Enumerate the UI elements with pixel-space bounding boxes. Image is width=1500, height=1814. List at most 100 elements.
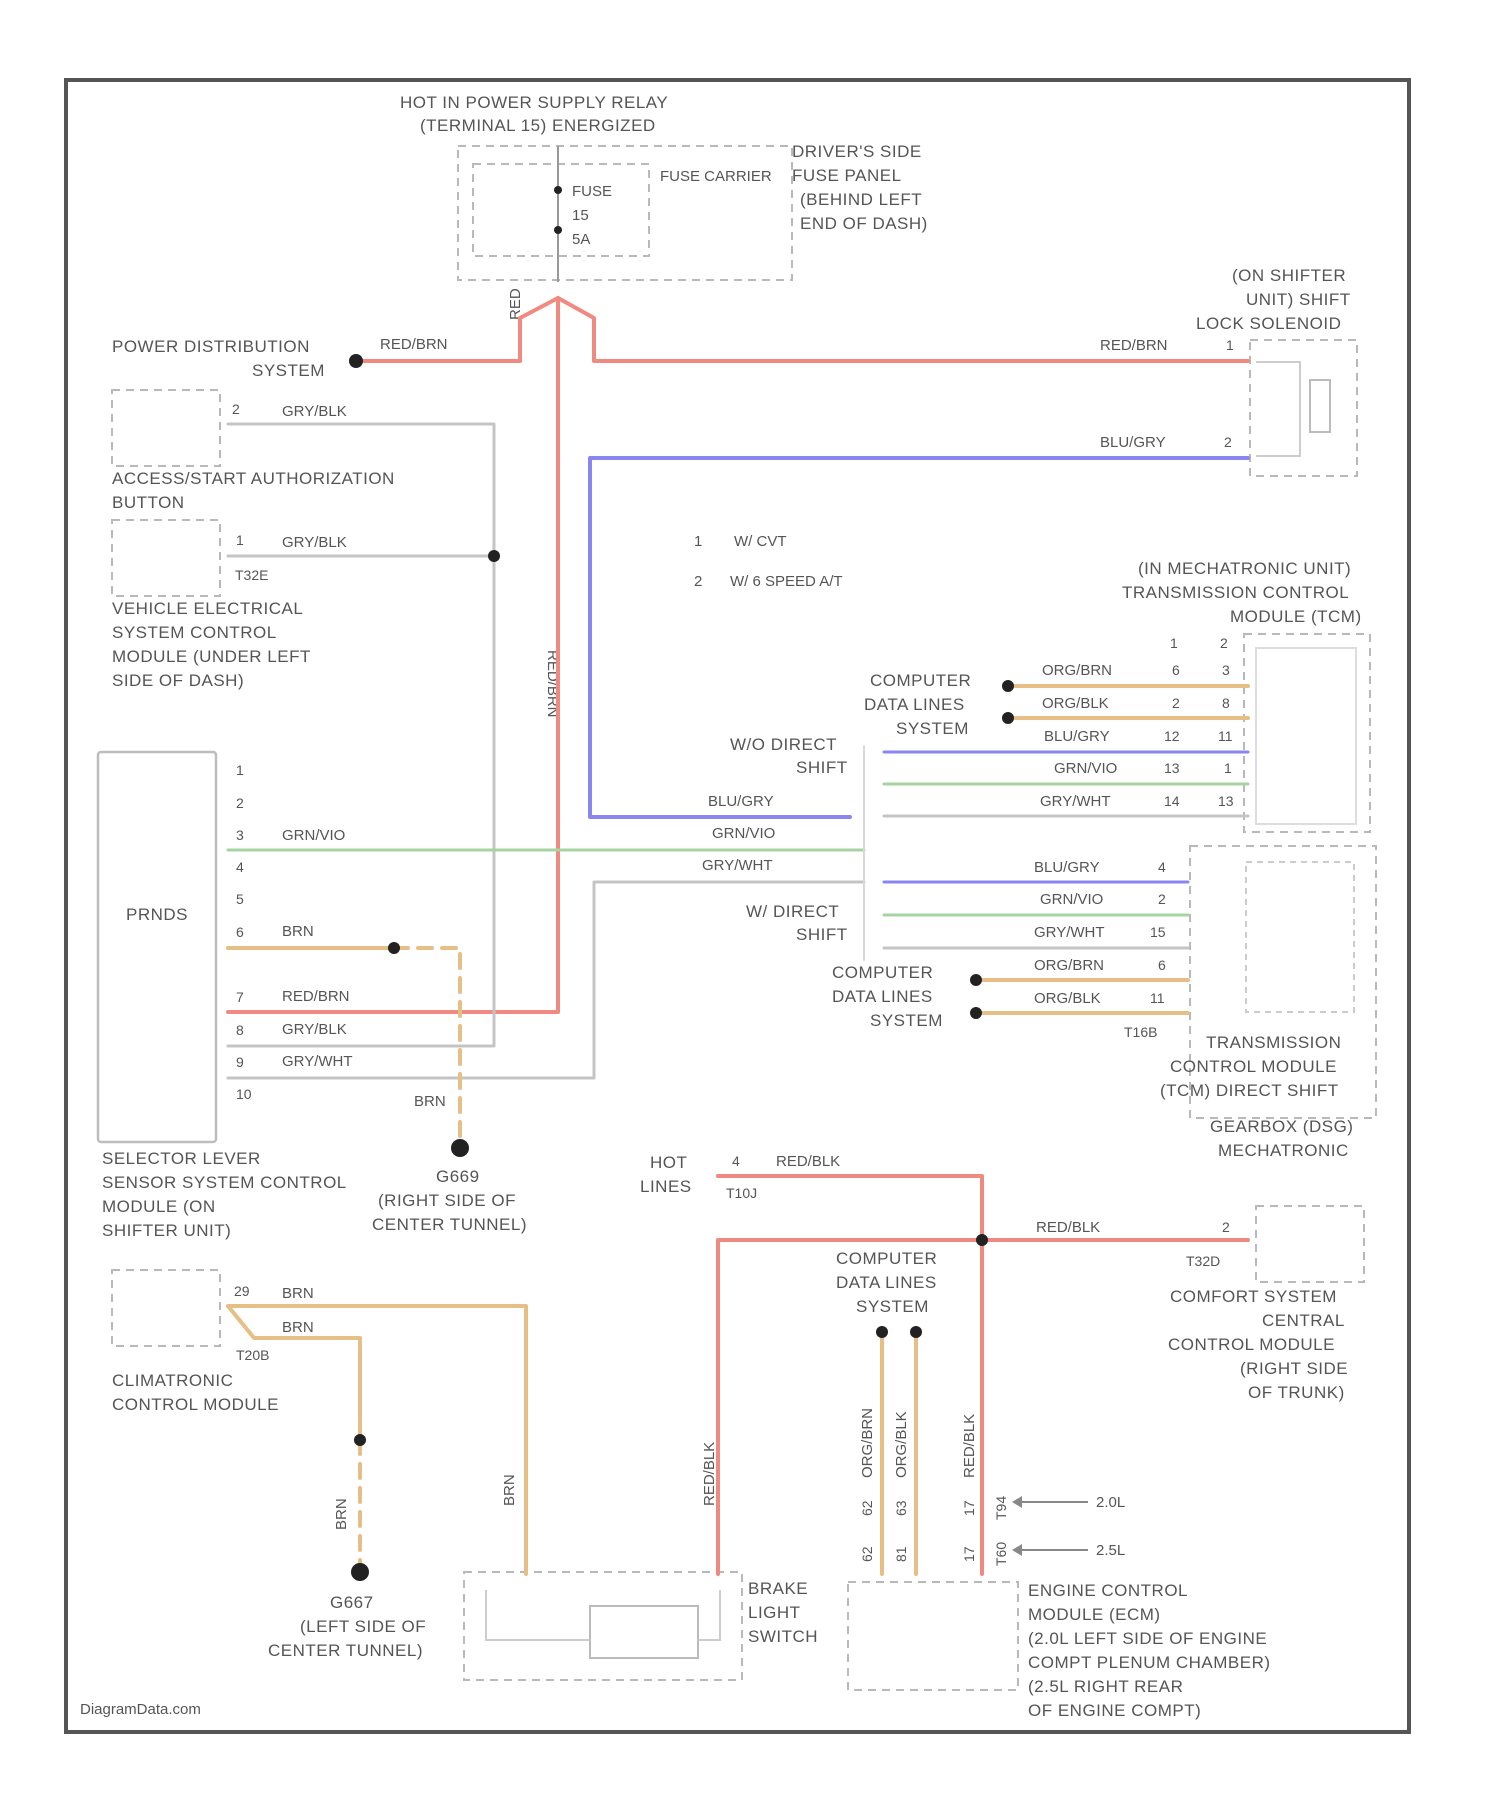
fuse-panel-label-4: END OF DASH)	[800, 214, 928, 233]
access-button-box	[112, 390, 220, 466]
prnds-label-4: SHIFTER UNIT)	[102, 1221, 231, 1240]
prnds-pin-7: 7	[236, 989, 244, 1005]
brake-switch-red-wire: RED/BLK	[701, 1442, 718, 1506]
vecm-connector: T32E	[235, 567, 268, 583]
mid-wire-3: GRY/WHT	[702, 857, 773, 874]
power-distribution-label-2: SYSTEM	[252, 361, 325, 380]
prnds-pins: 1 2 3 4 5 6 7 8 9 10	[236, 762, 252, 1102]
tcm-pin-1a: 6	[1172, 662, 1180, 678]
wo-direct-shift-2: SHIFT	[796, 758, 848, 777]
vecm-box	[112, 520, 220, 596]
gray-access-to-prnds	[228, 424, 494, 1046]
prnds-pin-2: 2	[236, 795, 244, 811]
hot-relay-label-1: HOT IN POWER SUPPLY RELAY	[400, 93, 668, 112]
dsg-pin-5: 11	[1150, 990, 1165, 1006]
climatronic-label-1: CLIMATRONIC	[112, 1371, 233, 1390]
ecm-pin-1b: 63	[893, 1500, 909, 1516]
engine-note-arrowhead-2	[1012, 1544, 1022, 1556]
fuse-carrier-label: FUSE CARRIER	[660, 168, 772, 185]
hot-lines-label-2: LINES	[640, 1177, 692, 1196]
fuse-feed-junction	[349, 354, 363, 368]
blue-shift-lock-return	[590, 458, 1248, 817]
tcm-col1: 1	[1170, 635, 1178, 651]
watermark: DiagramData.com	[80, 1701, 201, 1718]
fuse-name: FUSE	[572, 183, 612, 200]
climatronic-connector: T20B	[236, 1347, 269, 1363]
cdl-upper-3: SYSTEM	[896, 719, 969, 738]
prnds-brn-junction	[388, 942, 400, 954]
prnds-pin-3: 3	[236, 827, 244, 843]
vecm-label-4: SIDE OF DASH)	[112, 671, 244, 690]
ecm-label-1: ENGINE CONTROL	[1028, 1581, 1188, 1600]
red-split-junction	[976, 1234, 988, 1246]
cdl-upper-dot-2	[1002, 712, 1014, 724]
wo-direct-shift-1: W/O DIRECT	[730, 735, 837, 754]
comfort-wire: RED/BLK	[1036, 1219, 1100, 1236]
tcm-dsg-label-5: MECHATRONIC	[1218, 1141, 1349, 1160]
solenoid-leads	[1256, 362, 1300, 456]
vecm-label-3: MODULE (UNDER LEFT	[112, 647, 311, 666]
tcm-mech-inner	[1256, 648, 1356, 824]
ground-left-icon	[351, 1563, 369, 1581]
prnds-label-3: MODULE (ON	[102, 1197, 216, 1216]
cdl-bottom-dot-1	[876, 1326, 888, 1338]
cdl-mid-dot-1	[970, 974, 982, 986]
access-button-wire: GRY/BLK	[282, 403, 347, 420]
mid-wire-2: GRN/VIO	[712, 825, 775, 842]
ecm-label-3: (2.0L LEFT SIDE OF ENGINE	[1028, 1629, 1267, 1648]
tcm-pin-4a: 13	[1164, 760, 1180, 776]
brake-switch-label-1: BRAKE	[748, 1579, 808, 1598]
ecm-tag-2: T60	[993, 1542, 1009, 1566]
shift-lock-wire1: RED/BRN	[1100, 337, 1168, 354]
shift-lock-label-3: LOCK SOLENOID	[1196, 314, 1341, 333]
w-direct-shift-2: SHIFT	[796, 925, 848, 944]
dsg-wire-5: ORG/BLK	[1034, 990, 1101, 1007]
ground-right-icon	[451, 1139, 469, 1157]
brown-to-ground-right	[394, 948, 460, 1148]
ecm-pin-2c: 17	[961, 1546, 977, 1562]
comfort-connector: T32D	[1186, 1253, 1220, 1269]
hot-lines-connector: T10J	[726, 1185, 757, 1201]
mid-wire-1: BLU/GRY	[708, 793, 774, 810]
solenoid-coil-icon	[1310, 380, 1330, 432]
power-distribution-label-1: POWER DISTRIBUTION	[112, 337, 310, 356]
tcm-pin-3a: 12	[1164, 728, 1180, 744]
cdl-mid-3: SYSTEM	[870, 1011, 943, 1030]
prnds-pin-8: 8	[236, 1022, 244, 1038]
dsg-pin-4: 6	[1158, 957, 1166, 973]
ecm-pin-2b: 81	[893, 1546, 909, 1562]
cdl-upper-dot-1	[1002, 680, 1014, 692]
tcm-wire-2: ORG/BLK	[1042, 695, 1109, 712]
climatronic-wire1: BRN	[282, 1285, 314, 1302]
w-direct-shift-1: W/ DIRECT	[746, 902, 839, 921]
cdl-bottom-2: DATA LINES	[836, 1273, 937, 1292]
prnds-label-2: SENSOR SYSTEM CONTROL	[102, 1173, 347, 1192]
engine-note-2: 2.5L	[1096, 1542, 1125, 1559]
ecm-pin-1c: 17	[961, 1500, 977, 1516]
tcm-pin-4b: 1	[1224, 760, 1232, 776]
tcm-wire-1: ORG/BRN	[1042, 662, 1112, 679]
tcm-mech-label-1: (IN MECHATRONIC UNIT)	[1138, 559, 1351, 578]
fuse-panel-label-1: DRIVER'S SIDE	[792, 142, 922, 161]
dsg-pin-1: 4	[1158, 859, 1166, 875]
prnds-wire-7: RED/BRN	[282, 988, 350, 1005]
shift-lock-pin2: 2	[1224, 434, 1232, 450]
dsg-pin-2: 2	[1158, 891, 1166, 907]
legend-text-1: W/ CVT	[734, 533, 787, 550]
vecm-label-2: SYSTEM CONTROL	[112, 623, 277, 642]
tcm-pin-2b: 8	[1222, 695, 1230, 711]
engine-note-1: 2.0L	[1096, 1494, 1125, 1511]
tcm-wire-5: GRY/WHT	[1040, 793, 1111, 810]
prnds-module-box	[98, 752, 216, 1142]
hot-lines-red	[718, 1176, 982, 1574]
tcm-mech-box	[1244, 634, 1370, 832]
fuse-carrier-box	[473, 164, 649, 256]
shift-lock-pin1: 1	[1226, 337, 1234, 353]
g-left-wire: BRN	[333, 1498, 350, 1530]
g-right-label-2: (RIGHT SIDE OF	[378, 1191, 516, 1210]
tcm-mech-label-2: TRANSMISSION CONTROL	[1122, 583, 1349, 602]
ecm-box	[848, 1582, 1018, 1690]
hot-lines-wire: RED/BLK	[776, 1153, 840, 1170]
climatronic-wire2: BRN	[282, 1319, 314, 1336]
vecm-pin: 1	[236, 532, 244, 548]
